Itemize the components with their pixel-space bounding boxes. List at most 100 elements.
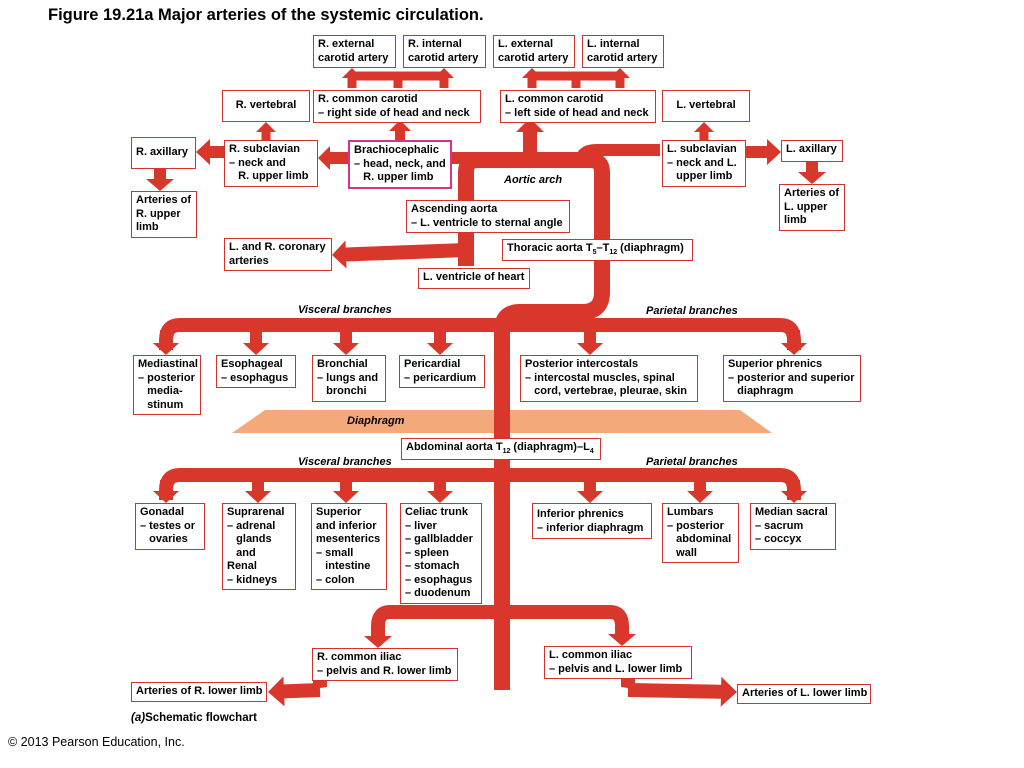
box-line: – liver xyxy=(405,519,437,532)
r-carotid-split xyxy=(347,71,449,88)
thoracic-parietal-bar xyxy=(502,318,801,350)
arrow-thoracic-parietal-0 xyxy=(577,330,603,355)
arrow-to-l-vertebral xyxy=(694,122,714,140)
arrow-to-arteries-l-upper xyxy=(798,162,826,184)
box-line: Arteries of R. lower limb xyxy=(136,685,263,697)
box-l-vertebral: L. vertebral xyxy=(662,90,750,122)
box-line: Brachiocephalic xyxy=(354,144,439,156)
arrow-to-l-axillary xyxy=(746,139,781,165)
box-line: – testes or xyxy=(140,519,196,532)
box-line: Arteries of L. lower limb xyxy=(742,687,868,699)
box-r-subclavian: R. subclavian– neck and R. upper limb xyxy=(224,140,318,187)
box-line: – kidneys xyxy=(227,573,278,586)
box-line: – gallbladder xyxy=(405,533,473,545)
parietal-branches-lower-label: Parietal branches xyxy=(646,456,738,468)
arrow-thoracic-parietal-1 xyxy=(781,330,807,355)
box-line: Celiac trunk xyxy=(405,506,468,518)
arrow-abdominal-parietal-0 xyxy=(577,480,603,503)
box-line: Bronchial xyxy=(317,358,368,370)
box-l-axillary: L. axillary xyxy=(781,140,843,162)
box-line: cord, vertebrae, pleurae, skin xyxy=(525,385,688,397)
box-line: Lumbars xyxy=(667,506,714,518)
box-line: – pelvis and R. lower limb xyxy=(317,664,452,677)
box-line: – neck and L. xyxy=(667,156,737,169)
box-line: – small xyxy=(316,546,354,559)
box-line: – duodenum xyxy=(405,587,471,599)
arrow-abdominal-parietal-1 xyxy=(687,480,713,503)
box-line: – posterior xyxy=(667,519,724,532)
box-line: carotid artery xyxy=(408,51,479,64)
box-line: – sacrum xyxy=(755,519,804,532)
arrow-abdominal-parietal-2 xyxy=(781,480,807,503)
box-thoracic-aorta: Thoracic aorta T5–T12 (diaphragm) xyxy=(502,239,693,261)
box-r-axillary: R. axillary xyxy=(131,137,196,169)
abdominal-parietal-bar xyxy=(502,468,801,500)
box-line: – head, neck, and xyxy=(354,157,446,170)
box-line: upper limb xyxy=(667,170,733,182)
arrow-to-l-common-iliac xyxy=(608,630,636,646)
box-l-ventricle: L. ventricle of heart xyxy=(418,268,530,289)
l-subclavian-curve xyxy=(574,144,660,166)
box-line: – inferior diaphragm xyxy=(537,521,644,534)
box-line: Esophageal xyxy=(221,358,283,370)
box-l-common-iliac: L. common iliac– pelvis and L. lower lim… xyxy=(544,646,692,679)
box-line: Arteries of xyxy=(136,194,192,206)
thoracic-visceral-bar xyxy=(159,318,502,350)
box-line: mesenterics xyxy=(316,533,381,545)
box-line: L. internal xyxy=(587,38,640,50)
arrow-to-r-common-carotid xyxy=(389,120,411,150)
box-line: R. vertebral xyxy=(235,99,297,111)
box-median-sacral: Median sacral– sacrum– coccyx xyxy=(750,503,836,550)
box-r-common-carotid: R. common carotid– right side of head an… xyxy=(313,90,481,123)
box-line: Inferior phrenics xyxy=(537,508,624,520)
box-line: – left side of head and neck xyxy=(505,106,649,119)
box-line: – adrenal xyxy=(227,519,276,532)
box-line: R. upper limb xyxy=(229,170,309,182)
box-line: – posterior xyxy=(138,371,195,384)
box-line: – esophagus xyxy=(221,371,289,384)
box-line: – lungs and xyxy=(317,371,379,384)
parietal-branches-upper-label: Parietal branches xyxy=(646,305,738,317)
box-line: arteries xyxy=(229,254,269,267)
arrow-to-r-vertebral xyxy=(256,122,276,140)
caption-text: Schematic flowchart xyxy=(145,712,257,724)
arrow-to-l-internal-carotid xyxy=(610,68,630,88)
box-line: – stomach xyxy=(405,560,460,572)
box-arteries-r-lower-limb: Arteries of R. lower limb xyxy=(131,682,267,702)
box-line: R. common iliac xyxy=(317,651,402,663)
arrow-abdominal-visceral-3 xyxy=(427,480,453,503)
box-mediastinal: Mediastinal– posterior media- stinum xyxy=(133,355,201,415)
arrow-abdominal-visceral-0 xyxy=(153,480,179,503)
arrow-to-arteries-r-upper xyxy=(146,169,174,191)
box-line: – intercostal muscles, spinal xyxy=(525,371,675,384)
arrow-to-r-external-carotid xyxy=(342,68,362,88)
box-line: – pelvis and L. lower limb xyxy=(549,662,683,675)
box-line: L. and R. coronary xyxy=(229,241,326,253)
diaphragm-label: Diaphragm xyxy=(347,415,405,427)
arrow-abdominal-visceral-1 xyxy=(245,480,271,503)
abdominal-visceral-bar xyxy=(159,468,502,500)
arrow-thoracic-visceral-2 xyxy=(333,330,359,355)
box-line: – posterior and superior xyxy=(728,371,855,384)
box-line: R. subclavian xyxy=(229,143,300,155)
box-pericardial: Pericardial– pericardium xyxy=(399,355,485,388)
box-line: L. vertebral xyxy=(676,99,736,111)
box-line: carotid artery xyxy=(318,51,389,64)
arrow-to-arteries-r-lower xyxy=(268,676,321,707)
arrow-to-r-internal-carotid xyxy=(434,68,454,88)
box-line: Arteries of xyxy=(784,187,840,199)
iliac-bifurcation-pipe xyxy=(371,605,629,640)
box-line: – pericardium xyxy=(404,371,477,384)
box-line: R. internal xyxy=(408,38,462,50)
box-line: stinum xyxy=(138,398,184,411)
box-line: diaphragm xyxy=(728,385,794,397)
arrow-to-l-common-carotid xyxy=(516,118,544,160)
box-ascending-aorta: Ascending aorta– L. ventricle to sternal… xyxy=(406,200,570,233)
